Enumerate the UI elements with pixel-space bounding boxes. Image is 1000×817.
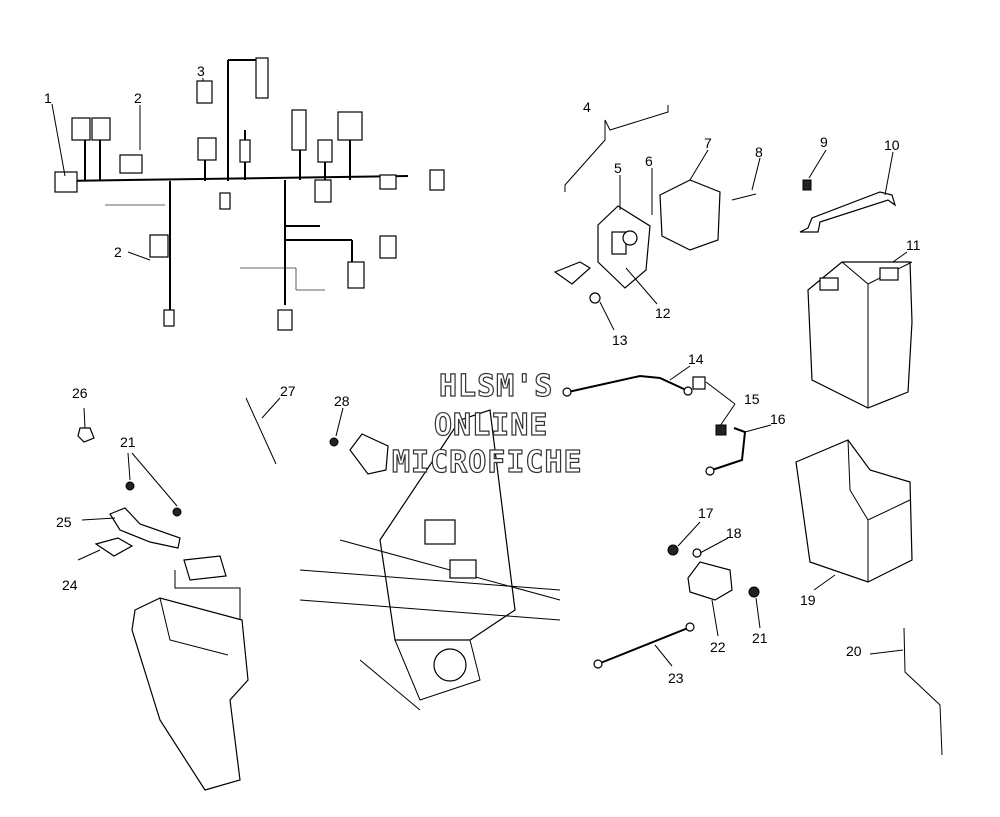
callout-21: 21 <box>752 630 768 646</box>
callout-9: 9 <box>820 134 828 150</box>
callout-27: 27 <box>280 383 296 399</box>
callout-17: 17 <box>698 505 714 521</box>
callout-24: 24 <box>62 577 78 593</box>
vehicle-frame <box>299 409 561 711</box>
callout-5: 5 <box>614 160 622 176</box>
fastener-26[interactable] <box>77 427 95 443</box>
watermark-line-3: MICROFICHE <box>392 445 583 480</box>
callout-2: 2 <box>114 244 122 260</box>
callout-28: 28 <box>334 393 350 409</box>
taillight-assembly[interactable] <box>553 105 757 304</box>
callout-14: 14 <box>688 351 704 367</box>
terminal-hardware-15[interactable] <box>692 376 727 436</box>
battery-hold-down-bracket[interactable] <box>799 179 897 233</box>
callout-18: 18 <box>726 525 742 541</box>
wiring-harness[interactable] <box>54 57 445 331</box>
front-frame <box>131 555 249 791</box>
callout-25: 25 <box>56 514 72 530</box>
callout-13: 13 <box>612 332 628 348</box>
cable-tie[interactable] <box>245 397 277 465</box>
starter-cable-23[interactable] <box>593 622 695 669</box>
starter-solenoid[interactable] <box>667 544 760 601</box>
callout-2: 2 <box>134 90 142 106</box>
relay-28[interactable] <box>329 433 389 475</box>
callout-12: 12 <box>655 305 671 321</box>
ground-cable-16[interactable] <box>705 427 747 476</box>
callout-15: 15 <box>744 391 760 407</box>
callout-8: 8 <box>755 144 763 160</box>
callout-6: 6 <box>645 153 653 169</box>
callout-4: 4 <box>583 99 591 115</box>
callout-11: 11 <box>906 237 921 253</box>
battery[interactable] <box>807 261 913 409</box>
bracket-25[interactable] <box>109 507 181 549</box>
callout-1: 1 <box>44 90 52 106</box>
module-24[interactable] <box>94 537 134 557</box>
callout-19: 19 <box>800 592 816 608</box>
callout-20: 20 <box>846 643 862 659</box>
callout-23: 23 <box>668 670 684 686</box>
watermark-line-1: HLSM'S <box>439 369 553 404</box>
leader-lines <box>51 78 908 667</box>
callout-26: 26 <box>72 385 88 401</box>
callout-10: 10 <box>884 137 900 153</box>
callout-3: 3 <box>197 63 205 79</box>
callout-labels: 1 2 2 3 4 5 6 7 8 9 10 11 12 13 14 15 16… <box>44 63 921 686</box>
callout-7: 7 <box>704 135 712 151</box>
battery-box[interactable] <box>795 439 913 583</box>
vent-tube[interactable] <box>903 627 943 756</box>
battery-cable-14[interactable] <box>562 374 693 397</box>
screws-21a[interactable] <box>125 481 182 517</box>
callout-16: 16 <box>770 411 786 427</box>
watermark: HLSM'S ONLINE MICROFICHE <box>391 368 583 480</box>
callout-21: 21 <box>120 434 136 450</box>
watermark-line-2: ONLINE <box>434 408 548 443</box>
callout-22: 22 <box>710 639 726 655</box>
